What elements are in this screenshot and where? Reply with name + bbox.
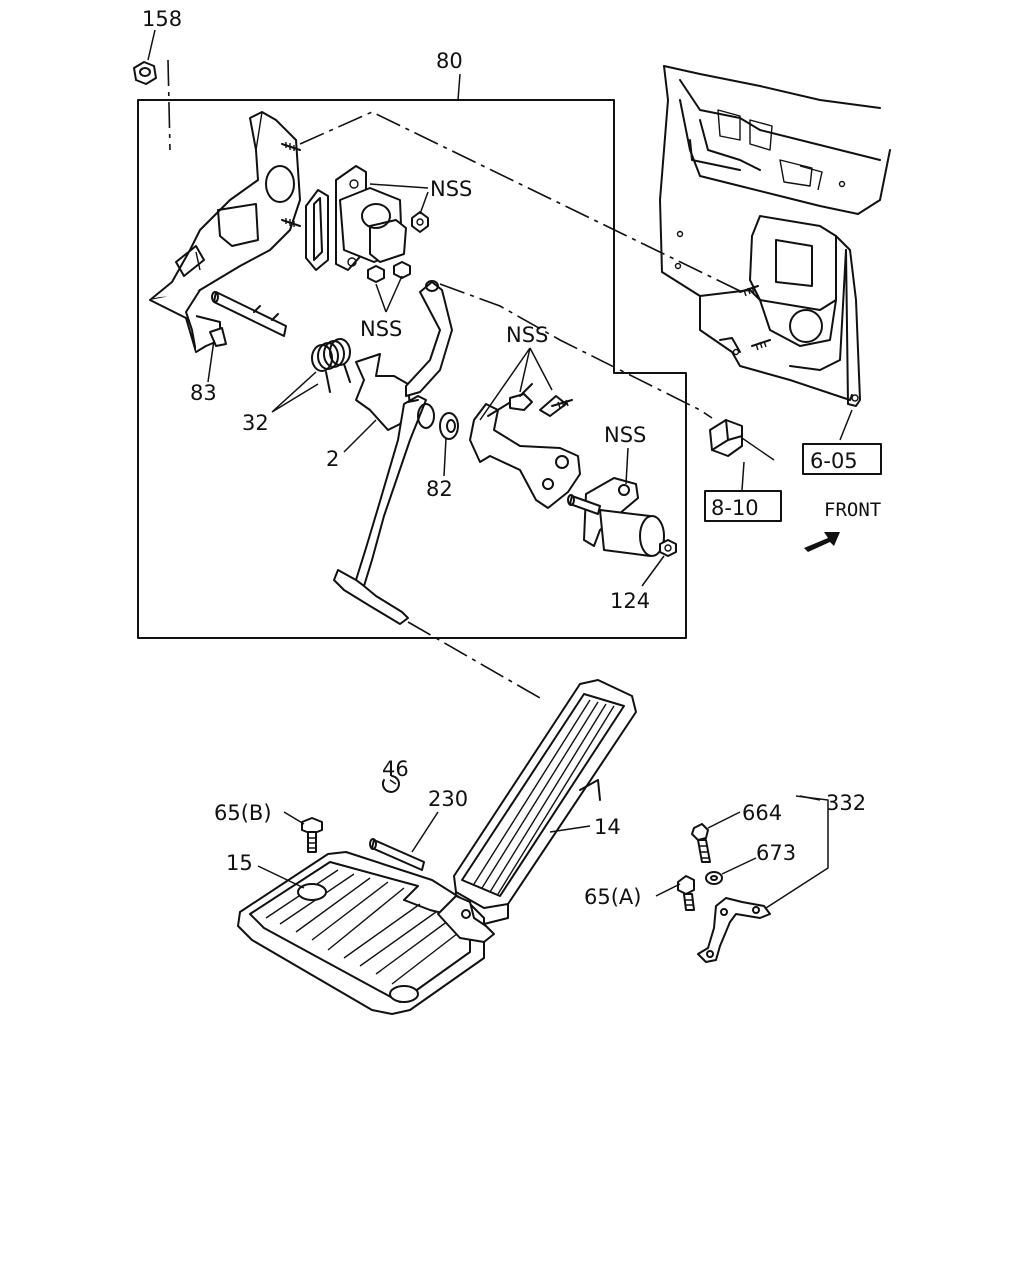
- callout-14: 14: [594, 815, 621, 839]
- sensor-nut: [411, 211, 429, 233]
- sensor-bracket: [469, 383, 581, 509]
- callout-664: 664: [742, 801, 782, 825]
- callout-82: 82: [426, 477, 453, 501]
- pedal-arm: [333, 280, 453, 625]
- accelerator-pedal-pad: [453, 679, 637, 925]
- callout-65b: 65(B): [214, 801, 272, 825]
- cab-panel: [659, 65, 891, 407]
- callout-158: 158: [142, 7, 182, 31]
- callout-15: 15: [226, 851, 253, 875]
- ref-box-8-10: [704, 490, 782, 522]
- callout-46: 46: [382, 757, 409, 781]
- callout-332: 332: [826, 791, 866, 815]
- assembly-outline-80: [137, 99, 687, 639]
- nut-124: [659, 539, 677, 557]
- snap-ring: [381, 775, 400, 793]
- front-arrow-icon: [804, 532, 840, 552]
- callout-nss-sensor: NSS: [604, 423, 646, 447]
- callout-32: 32: [242, 411, 269, 435]
- ref-label-6-05: 6-05: [810, 449, 858, 473]
- bolt-65b: [301, 817, 323, 853]
- ref-box-6-05: [802, 443, 882, 475]
- callout-673: 673: [756, 841, 796, 865]
- sensor-lower-nuts: [367, 261, 411, 283]
- pedal-sensor-unit: [567, 477, 665, 557]
- callout-65a: 65(A): [584, 885, 641, 909]
- callout-nss-connector: NSS: [430, 177, 472, 201]
- bracket-332-group: [677, 823, 771, 963]
- front-label: FRONT: [824, 499, 881, 521]
- callout-nss-bolts: NSS: [506, 323, 548, 347]
- bushing: [439, 412, 459, 440]
- callout-nss-nuts: NSS: [360, 317, 402, 341]
- callout-2: 2: [326, 447, 339, 471]
- assembly-lines: [167, 59, 743, 699]
- pivot-shaft: [211, 291, 287, 337]
- floor-plate: [237, 851, 495, 1015]
- pedal-bracket: [149, 111, 301, 353]
- ref-label-8-10: 8-10: [711, 496, 759, 520]
- nut-158: [133, 61, 157, 85]
- callout-83: 83: [190, 381, 217, 405]
- accelerator-position-sensor: [305, 165, 407, 271]
- bracket-studs: [281, 142, 301, 227]
- pedal-pin: [369, 838, 425, 871]
- harness-connector: [709, 419, 775, 461]
- leader-lines: [147, 29, 853, 909]
- callout-124: 124: [610, 589, 650, 613]
- callout-80: 80: [436, 49, 463, 73]
- callout-230: 230: [428, 787, 468, 811]
- return-spring: [311, 338, 351, 393]
